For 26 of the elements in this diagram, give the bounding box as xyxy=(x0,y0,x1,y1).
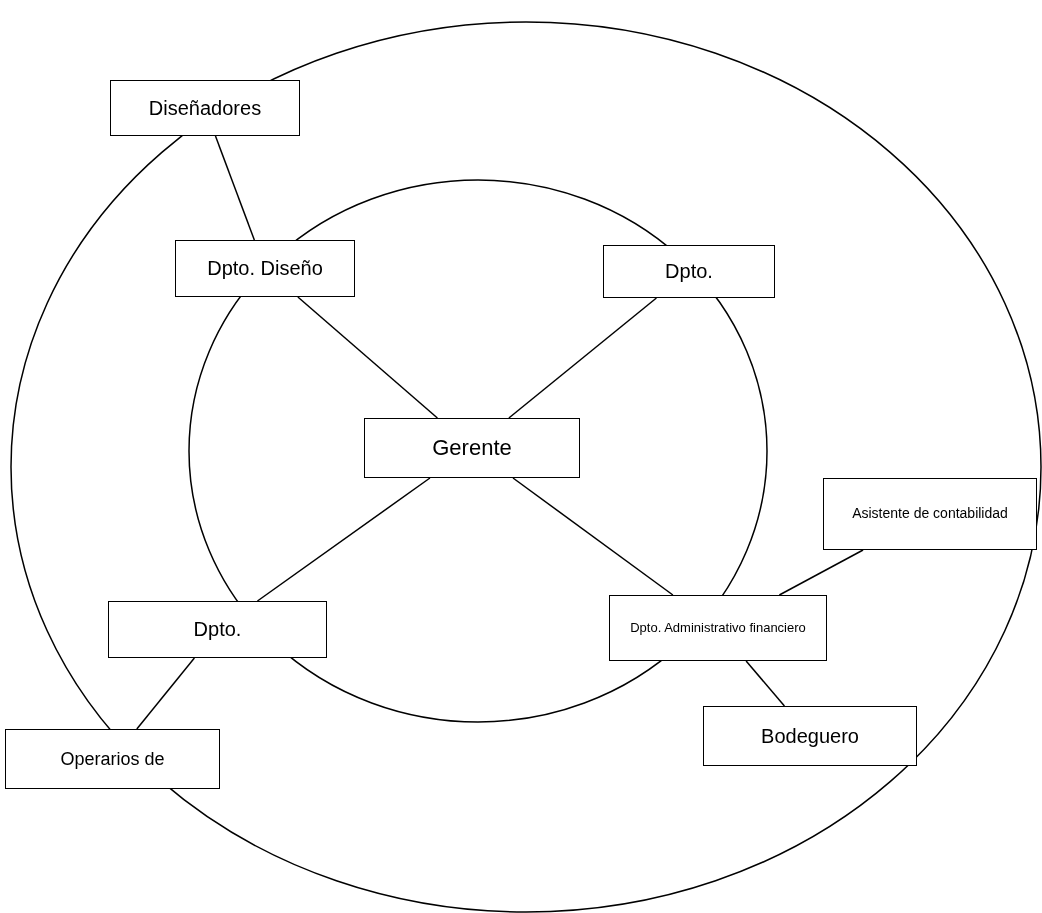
org-box xyxy=(609,595,827,661)
role-label: Dpto. Diseño xyxy=(207,256,323,281)
role-label: Operarios de xyxy=(60,747,165,771)
connector-line xyxy=(778,549,864,596)
connector-line xyxy=(136,657,196,730)
org-box xyxy=(108,601,327,658)
connector-line xyxy=(512,477,674,596)
connector-line xyxy=(745,660,786,707)
connector-line xyxy=(508,297,658,419)
org-box xyxy=(603,245,775,298)
role-label: Dpto. Administrativo financiero xyxy=(630,619,806,637)
org-box xyxy=(364,418,580,478)
role-label: Dpto. xyxy=(665,259,713,284)
role-label: Asistente de contabilidad xyxy=(852,505,1008,523)
role-label: Diseñadores xyxy=(148,95,262,121)
role-label: Bodeguero xyxy=(761,723,859,749)
org-box xyxy=(5,729,220,789)
connector-line xyxy=(256,477,431,602)
connector-line xyxy=(297,296,439,419)
org-box xyxy=(175,240,355,297)
org-box xyxy=(823,478,1037,550)
role-label: Gerente xyxy=(432,434,512,462)
org-box xyxy=(703,706,917,766)
role-label: Dpto. xyxy=(193,617,242,642)
connector-line xyxy=(214,135,256,241)
org-box xyxy=(110,80,300,136)
